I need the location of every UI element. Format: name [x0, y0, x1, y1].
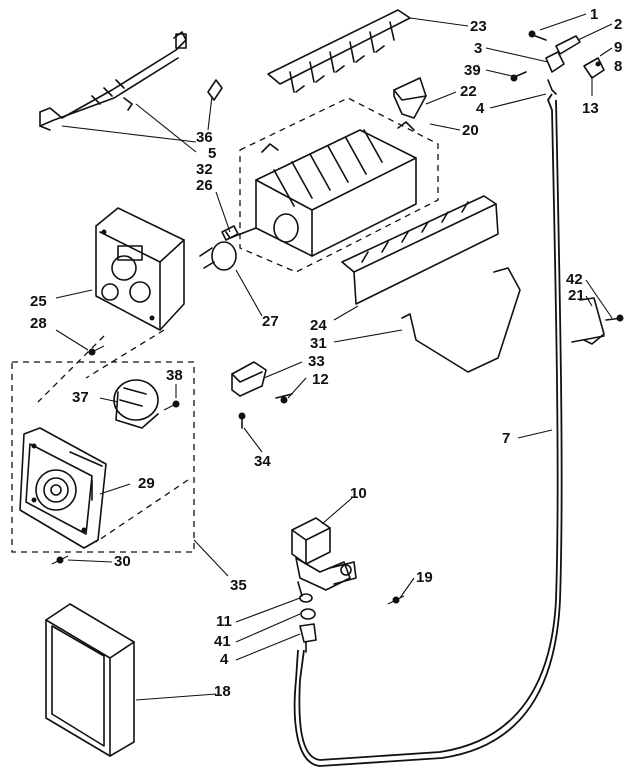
control-housing-part — [95, 207, 185, 331]
callout-25: 25 — [30, 293, 47, 310]
callout-12: 12 — [312, 371, 329, 388]
callout-4-bottom: 4 — [220, 651, 229, 668]
leader-lines — [55, 13, 613, 701]
screw-19-part — [387, 595, 405, 605]
callout-28: 28 — [30, 315, 47, 332]
motor-part — [113, 379, 180, 429]
callout-20: 20 — [462, 122, 479, 139]
callout-labels: 1 2 3 9 8 39 13 4 22 23 20 36 5 32 26 25… — [30, 6, 622, 700]
callout-13: 13 — [582, 100, 599, 117]
callout-22: 22 — [460, 83, 477, 100]
callout-41: 41 — [214, 633, 231, 650]
ejector-rake-part — [267, 9, 411, 93]
valve-fittings-part — [299, 593, 317, 653]
fill-tube-fitting-part — [510, 30, 605, 95]
callout-27: 27 — [262, 313, 279, 330]
callout-1: 1 — [590, 6, 598, 23]
callout-30: 30 — [114, 553, 131, 570]
callout-9: 9 — [614, 39, 622, 56]
ice-stripper-part — [341, 195, 499, 305]
callout-5: 5 — [208, 145, 216, 162]
heater-switch-part — [231, 361, 293, 429]
callout-37: 37 — [72, 389, 89, 406]
callout-31: 31 — [310, 335, 327, 352]
fill-tube-part — [293, 93, 563, 767]
ice-mold-part — [225, 97, 439, 273]
callout-39: 39 — [464, 62, 481, 79]
shutoff-arm-part — [401, 267, 521, 373]
fill-cup-part — [393, 77, 427, 119]
callout-29: 29 — [138, 475, 155, 492]
screw-28-part — [88, 345, 105, 356]
callout-42: 42 — [566, 271, 583, 288]
callout-32: 32 — [196, 161, 213, 178]
callout-19: 19 — [416, 569, 433, 586]
callout-3: 3 — [474, 40, 482, 57]
callout-11: 11 — [216, 613, 232, 630]
mounting-plate-part — [19, 427, 107, 549]
callout-36: 36 — [196, 129, 213, 146]
callout-18: 18 — [214, 683, 231, 700]
callout-8: 8 — [614, 58, 622, 75]
callout-4-top: 4 — [476, 100, 485, 117]
callout-33: 33 — [308, 353, 325, 370]
motor-module-box — [11, 329, 195, 553]
callout-35: 35 — [230, 577, 247, 594]
callout-2: 2 — [614, 16, 622, 33]
screw-26-part — [221, 225, 239, 241]
callout-38: 38 — [166, 367, 183, 384]
coupling-part — [199, 241, 237, 271]
water-valve-part — [291, 517, 357, 597]
callout-24: 24 — [310, 317, 327, 334]
wiring-harness-part — [39, 31, 187, 131]
screw-30-part — [51, 555, 69, 565]
callout-10: 10 — [350, 485, 367, 502]
ice-maker-cover-part — [45, 603, 135, 757]
callout-7: 7 — [502, 430, 510, 447]
callout-23: 23 — [470, 18, 487, 35]
bracket-part — [571, 297, 624, 345]
callout-21: 21 — [568, 287, 585, 304]
callout-34: 34 — [254, 453, 271, 470]
callout-26: 26 — [196, 177, 213, 194]
